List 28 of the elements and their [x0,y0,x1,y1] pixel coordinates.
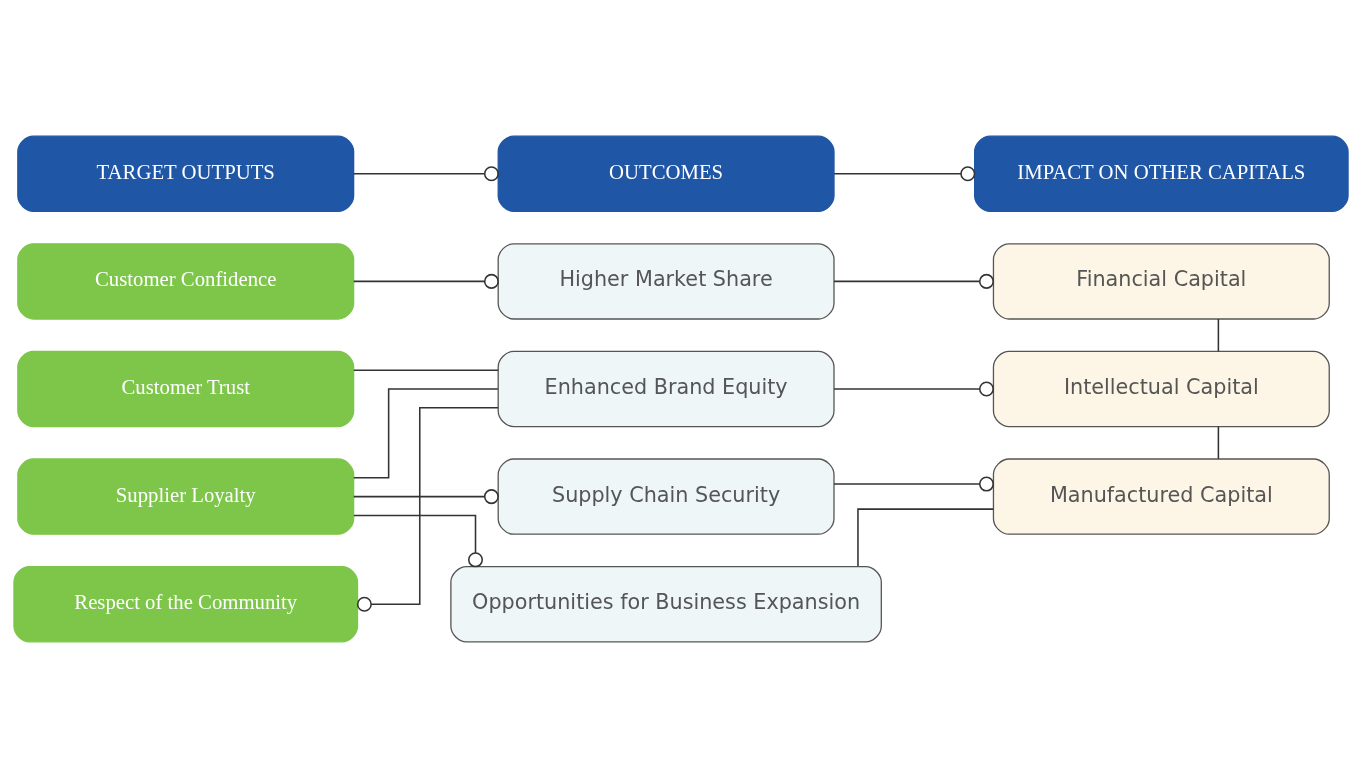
connector [352,166,499,182]
node-box: Respect of the Community [13,565,359,643]
connector [352,369,499,371]
connector [833,166,976,182]
node-box: Financial Capital [992,243,1330,320]
node-box: IMPACT ON OTHER CAPITALS [974,135,1349,213]
node-box: OUTCOMES [497,135,835,213]
node-box: TARGET OUTPUTS [17,135,355,213]
node-box: Supply Chain Security [497,458,835,535]
node-box: Opportunities for Business Expansion [450,565,882,643]
connector [356,407,499,612]
connector [857,508,994,567]
node-box: Higher Market Share [497,243,835,320]
connector [833,476,994,492]
connector [353,514,484,568]
node-box: Supplier Loyalty [17,458,355,535]
connector [352,273,499,289]
node-box: Enhanced Brand Equity [497,350,835,428]
connector [833,273,994,289]
connector [1217,318,1220,352]
node-box: Customer Confidence [17,243,355,320]
node-box: Customer Trust [17,350,355,428]
connector [353,388,499,479]
node-box: Manufactured Capital [992,458,1330,535]
connector [833,381,994,397]
connector [1217,425,1220,460]
node-box: Intellectual Capital [992,350,1330,428]
connector [352,489,499,505]
